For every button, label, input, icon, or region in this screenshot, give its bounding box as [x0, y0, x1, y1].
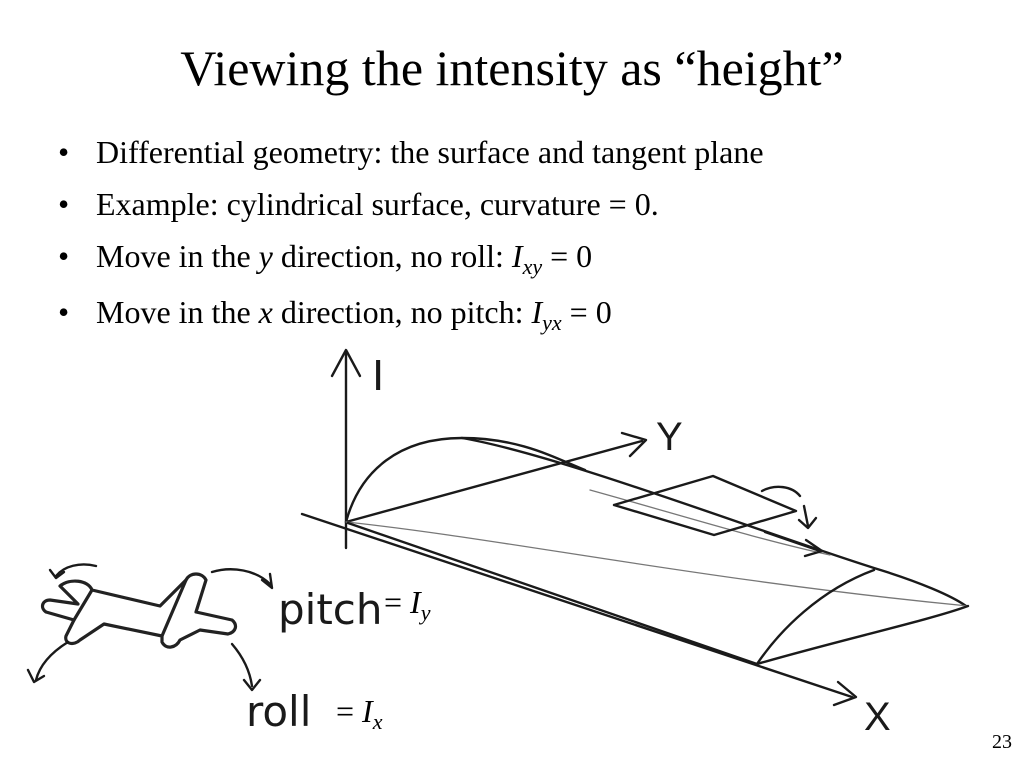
bullet-text-mid: direction, no roll:: [272, 238, 512, 274]
pitch-equation: = Iy: [384, 584, 430, 625]
roll-eq-sign: =: [336, 693, 363, 729]
pitch-arrows: [48, 563, 274, 590]
bullet-text: Differential geometry: the surface and t…: [96, 134, 764, 170]
bullet-item: Example: cylindrical surface, curvature …: [58, 178, 764, 230]
pitch-eq-sign: =: [384, 584, 411, 620]
pitch-eq-symbol: I: [410, 584, 421, 620]
bullet-list: Differential geometry: the surface and t…: [58, 126, 764, 342]
x-axis: [300, 512, 858, 707]
bullet-text-mid: direction, no pitch:: [272, 294, 532, 330]
roll-eq-subscript: x: [372, 709, 383, 734]
motion-arrows: [760, 485, 824, 558]
bullet-text-post: = 0: [542, 238, 593, 274]
y-axis: [344, 431, 648, 524]
cylindrical-surface: [344, 436, 970, 666]
bullet-text-pre: Move in the: [96, 294, 259, 330]
pitch-eq-subscript: y: [420, 600, 431, 625]
roll-label: roll: [246, 687, 311, 736]
axis-label-i: I: [372, 351, 384, 400]
page-number: 23: [992, 731, 1012, 753]
slide-title: Viewing the intensity as “height”: [180, 40, 844, 96]
axis-label-x: X: [864, 695, 891, 739]
roll-equation: = Ix: [336, 693, 382, 734]
tangent-plane: [612, 474, 798, 537]
bullet-item: Differential geometry: the surface and t…: [58, 126, 764, 178]
bullet-symbol: I: [511, 238, 523, 274]
bullet-item: Move in the y direction, no roll: Ixy = …: [58, 230, 764, 286]
roll-arrows: [26, 640, 262, 692]
bullet-subscript: yx: [542, 310, 562, 335]
airplane-icon: [40, 572, 238, 649]
bullet-text-pre: Move in the: [96, 238, 259, 274]
bullet-subscript: xy: [522, 254, 543, 279]
bullet-text-post: = 0: [561, 294, 612, 330]
pitch-label: pitch: [278, 585, 383, 634]
axis-label-y: Y: [656, 415, 683, 459]
roll-eq-symbol: I: [362, 693, 373, 729]
bullet-var: x: [258, 294, 273, 330]
bullet-var: y: [258, 238, 273, 274]
bullet-symbol: I: [531, 294, 543, 330]
intensity-axis: [330, 348, 362, 550]
bullet-text: Example: cylindrical surface, curvature …: [96, 186, 659, 222]
bullet-item: Move in the x direction, no pitch: Iyx =…: [58, 286, 764, 342]
